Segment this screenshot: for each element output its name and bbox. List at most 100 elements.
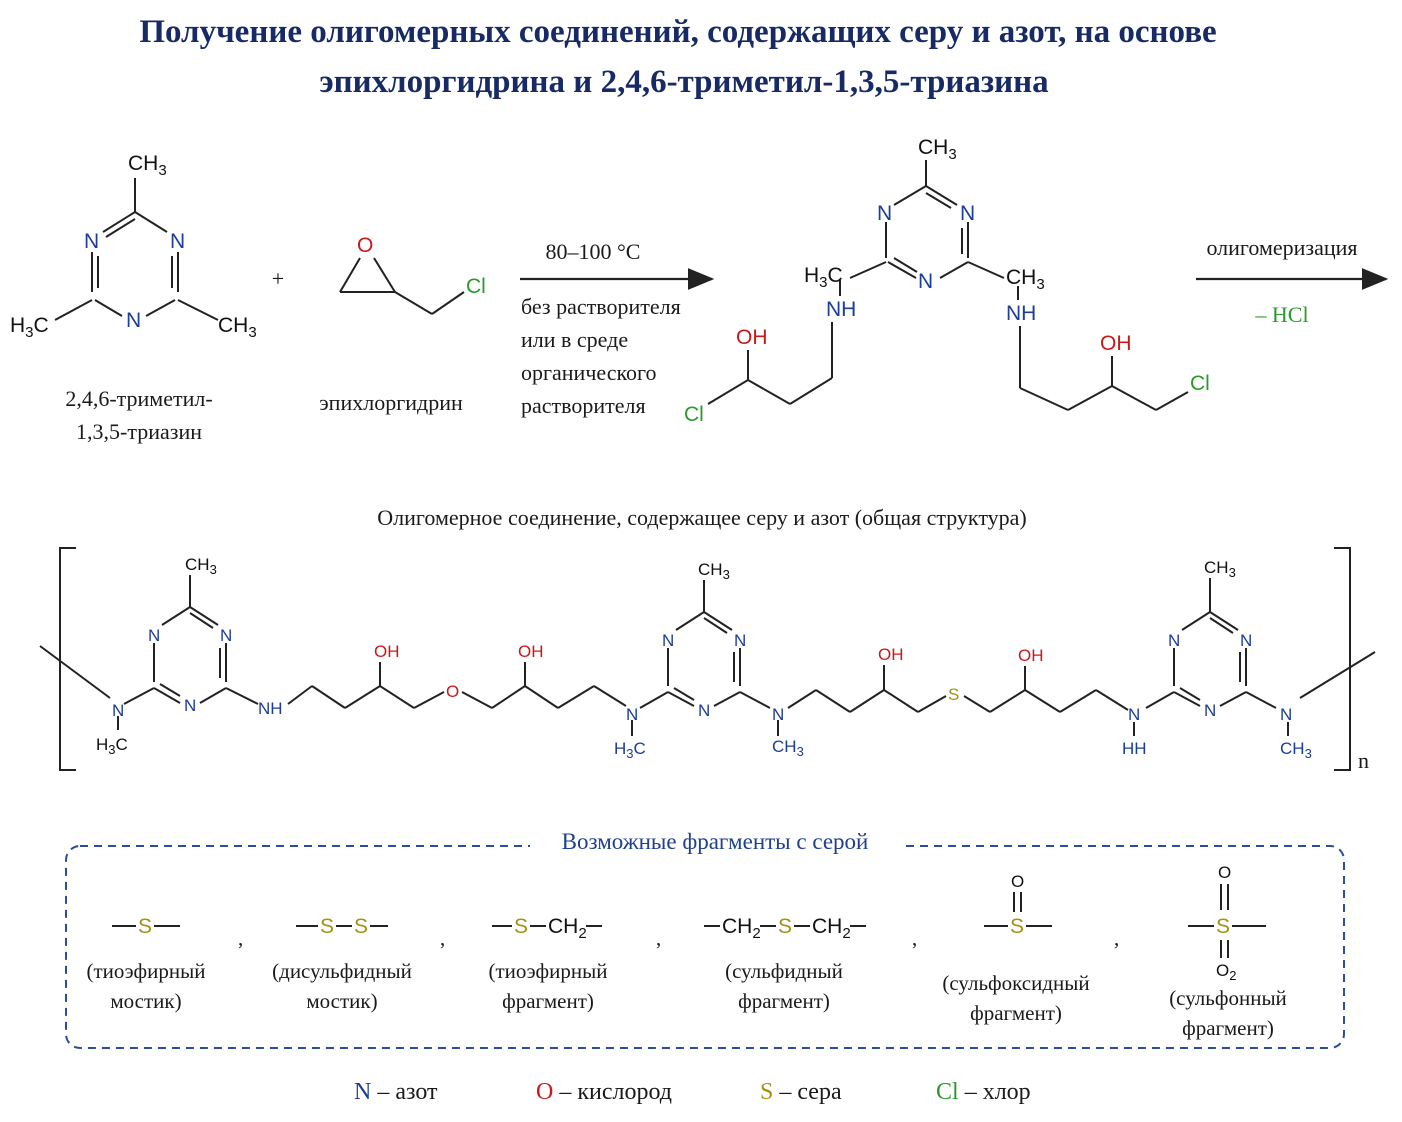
svg-text:O: O (1011, 872, 1024, 891)
svg-text:CH3: CH3 (1204, 558, 1236, 580)
conditions-temperature: 80–100 °C (546, 239, 641, 264)
svg-text:S: S (514, 915, 528, 938)
svg-text:N: N (734, 631, 746, 650)
svg-text:NH: NH (826, 298, 856, 321)
conditions-line4: растворителя (521, 393, 646, 418)
svg-text:N: N (1204, 701, 1216, 720)
svg-text:S: S (948, 685, 959, 704)
svg-text:N: N (918, 270, 933, 293)
svg-text:Cl: Cl (1190, 372, 1210, 395)
svg-text:Cl: Cl (684, 403, 704, 426)
svg-text:O2: O2 (1216, 961, 1236, 983)
svg-text:CH3: CH3 (1280, 739, 1312, 761)
conditions-line1: без растворителя (521, 294, 681, 319)
svg-text:H3C: H3C (10, 314, 49, 341)
svg-text:N: N (184, 696, 196, 715)
svg-text:N: N (148, 626, 160, 645)
svg-text:O: O (446, 682, 459, 701)
reactant1-name-line2: 1,3,5-триазин (76, 419, 202, 444)
svg-text:CH2: CH2 (812, 915, 851, 942)
svg-text:S: S (1216, 915, 1230, 938)
svg-text:N: N (84, 230, 99, 253)
fragment1-caption-line1: (тиоэфирный (87, 959, 206, 983)
svg-text:Cl: Cl (466, 275, 486, 298)
atom-color-legend: N – азот O – кислород S – сера Cl – хлор (354, 1079, 1031, 1105)
fragment-thioether-bridge: S (112, 915, 180, 938)
svg-text:N: N (220, 626, 232, 645)
svg-text:S: S (138, 915, 152, 938)
svg-text:N: N (772, 705, 784, 724)
svg-text:OH: OH (1100, 332, 1132, 355)
separator-2: , (440, 926, 445, 950)
svg-text:N: N (112, 701, 124, 720)
svg-text:HH: HH (1122, 739, 1147, 758)
svg-text:CH2: CH2 (548, 915, 587, 942)
svg-text:CH3: CH3 (918, 136, 957, 163)
svg-text:H3C: H3C (614, 739, 646, 761)
fragment6-caption-line2: фрагмент) (1182, 1016, 1274, 1040)
separator-3: , (656, 926, 661, 950)
fragment3-caption-line2: фрагмент) (502, 989, 594, 1013)
fragment4-caption-line2: фрагмент) (738, 989, 830, 1013)
svg-text:CH2: CH2 (722, 915, 761, 942)
triazine-reactant-structure: CH3 N N N CH3 H3C (10, 152, 257, 341)
svg-text:NH: NH (1006, 302, 1036, 325)
svg-text:S: S (1010, 915, 1024, 938)
svg-text:CH3: CH3 (1006, 266, 1045, 293)
fragment-thioether-ch2: S CH2 (492, 915, 602, 942)
svg-text:N: N (1280, 705, 1292, 724)
epichlorohydrin-structure: O Cl (339, 234, 486, 315)
fragment-sulfoxide: O S (984, 872, 1052, 938)
svg-text:N: N (626, 705, 638, 724)
svg-text:S: S (354, 915, 368, 938)
svg-text:N: N (698, 701, 710, 720)
page-title-line2: эпихлоргидрина и 2,4,6-триметил-1,3,5-тр… (319, 64, 1048, 100)
oligomerization-label: олигомеризация (1206, 235, 1357, 260)
fragment-disulfide-bridge: S S (296, 915, 388, 938)
svg-text:H3C: H3C (96, 735, 128, 757)
svg-text:N: N (960, 202, 975, 225)
svg-text:N: N (662, 631, 674, 650)
repeat-index: n (1358, 748, 1369, 773)
fragment1-caption-line2: мостик) (110, 989, 181, 1013)
separator-4: , (912, 926, 917, 950)
svg-text:H3C: H3C (804, 264, 843, 291)
svg-text:CH3: CH3 (185, 555, 217, 577)
legend-sulfur: S – сера (760, 1079, 842, 1105)
fragment2-caption-line1: (дисульфидный (272, 959, 412, 983)
conditions-line3: органического (521, 360, 657, 385)
svg-text:O: O (1218, 863, 1231, 882)
svg-text:S: S (320, 915, 334, 938)
svg-text:N: N (1128, 705, 1140, 724)
svg-text:N: N (1240, 631, 1252, 650)
page-title-line1: Получение олигомерных соединений, содерж… (139, 14, 1216, 50)
fragments-title: Возможные фрагменты с серой (562, 829, 869, 854)
svg-text:OH: OH (518, 642, 544, 661)
separator-1: , (238, 926, 243, 950)
legend-oxygen: O – кислород (536, 1079, 672, 1105)
svg-text:N: N (126, 309, 141, 332)
svg-text:OH: OH (1018, 646, 1044, 665)
fragment6-caption-line1: (сульфонный (1169, 986, 1287, 1010)
svg-text:CH3: CH3 (218, 314, 257, 341)
hcl-byproduct: – HCl (1254, 302, 1308, 327)
separator-5: , (1114, 926, 1119, 950)
reactant1-name-line1: 2,4,6-триметил- (65, 386, 212, 411)
plus-sign: + (272, 266, 284, 291)
svg-text:CH3: CH3 (128, 152, 167, 179)
svg-text:NH: NH (258, 699, 283, 718)
conditions-line2: или в среде (521, 327, 628, 352)
svg-text:OH: OH (878, 645, 904, 664)
fragment-sulfide-ch2-s-ch2: CH2 S CH2 (704, 915, 866, 942)
svg-text:N: N (170, 230, 185, 253)
fragments-box (65, 845, 1345, 1049)
reactant2-name: эпихлоргидрин (319, 390, 463, 415)
legend-nitrogen: N – азот (354, 1079, 438, 1105)
fragment5-caption-line1: (сульфоксидный (942, 971, 1089, 995)
svg-text:N: N (1168, 631, 1180, 650)
fragment2-caption-line2: мостик) (306, 989, 377, 1013)
legend-chlorine: Cl – хлор (936, 1079, 1031, 1105)
svg-text:CH3: CH3 (772, 737, 804, 759)
oligomer-caption: Олигомерное соединение, содержащее серу … (377, 505, 1026, 530)
